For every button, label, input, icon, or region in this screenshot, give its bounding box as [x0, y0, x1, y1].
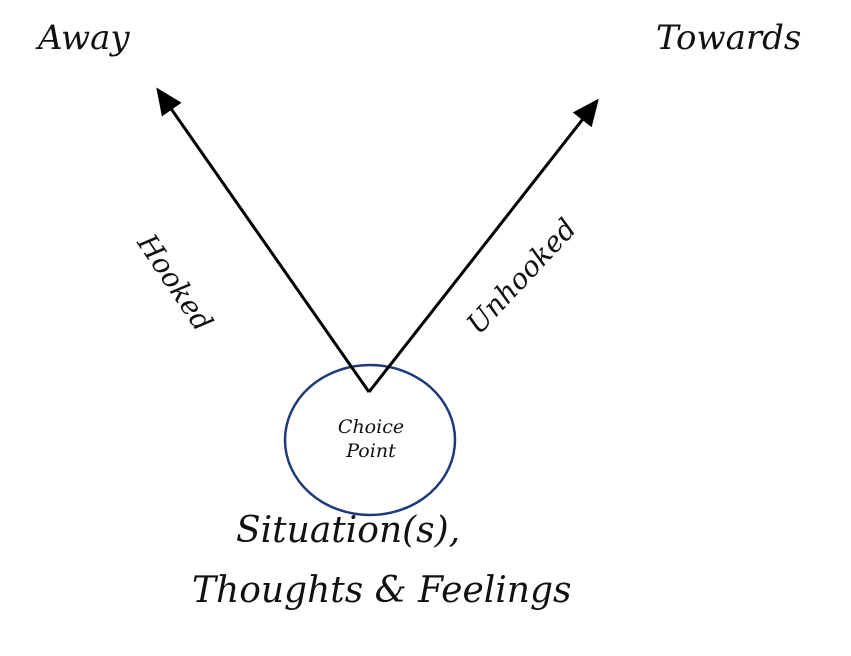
choice-point-label: Choice Point [311, 415, 431, 463]
towards-label: Towards [656, 18, 802, 58]
away-arrow [156, 87, 371, 393]
choice-point-line2: Point [346, 440, 396, 462]
thoughts-feelings-label: Thoughts & Feelings [192, 570, 572, 611]
choice-point-line1: Choice [337, 416, 405, 438]
choice-point-circle [283, 363, 457, 517]
towards-arrow [367, 98, 599, 393]
away-label: Away [38, 18, 130, 58]
situation-label: Situation(s), [236, 510, 461, 551]
